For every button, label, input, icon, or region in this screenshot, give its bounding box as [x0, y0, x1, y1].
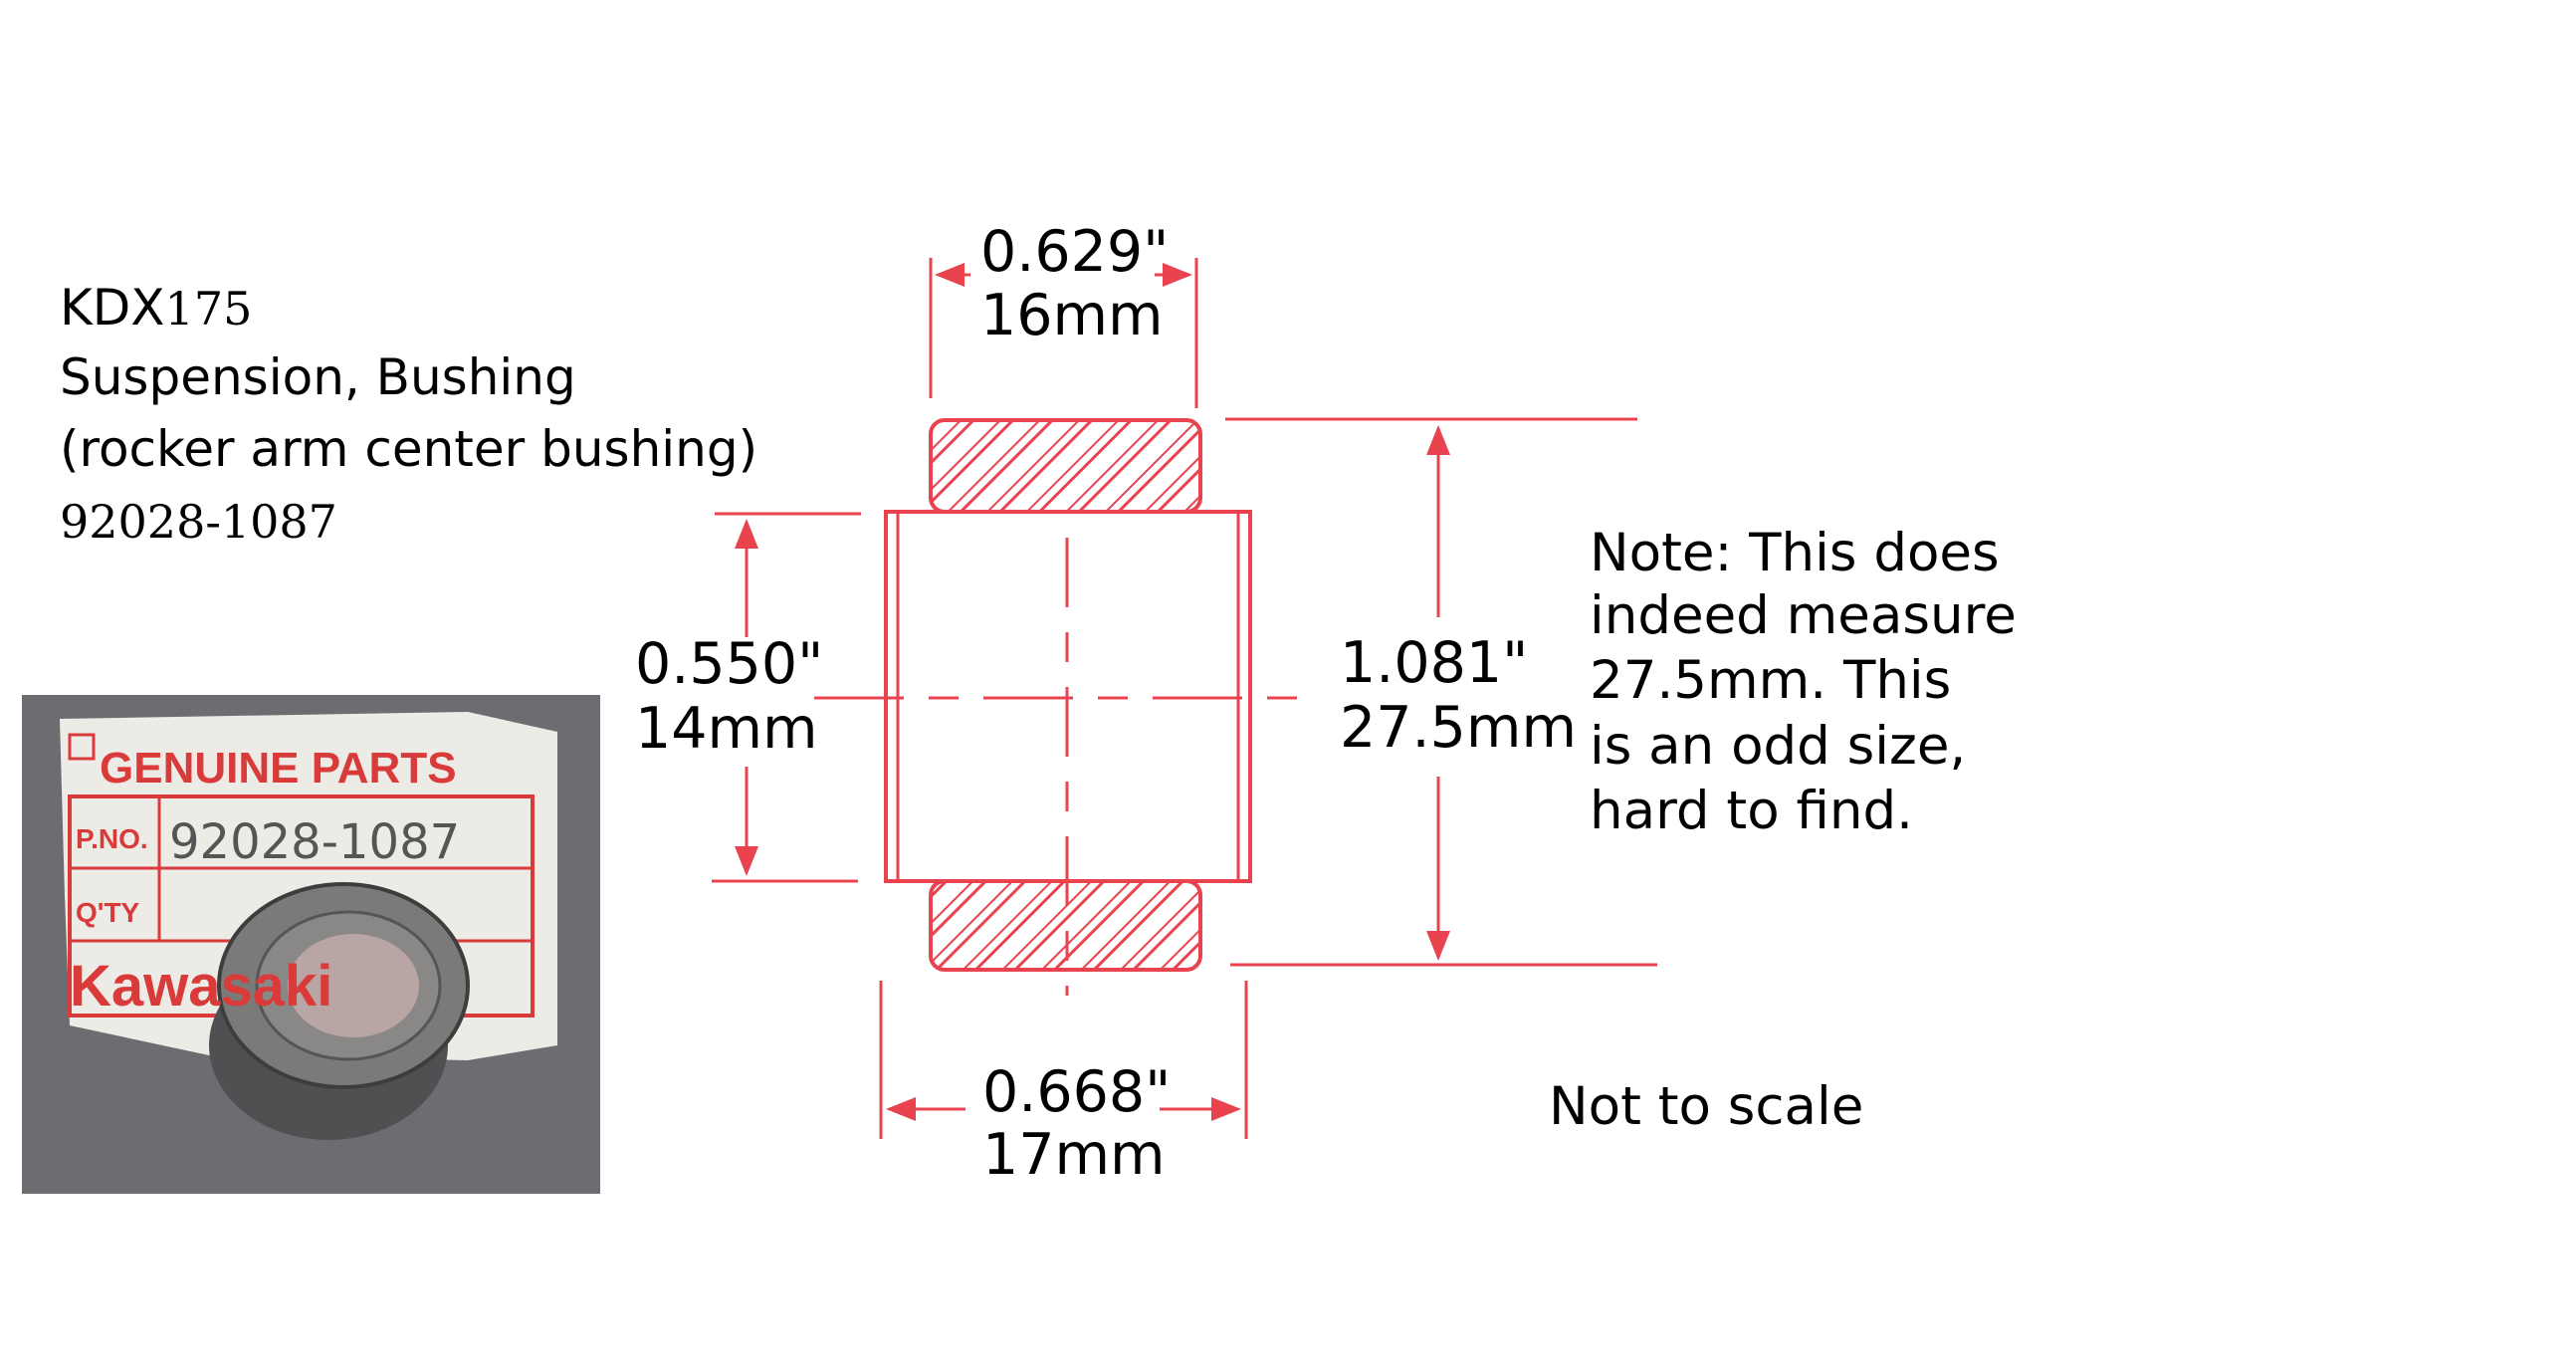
dimension-bottom-width: 0.668" 17mm [879, 981, 1248, 1188]
dimension-top-width: 0.629" 16mm [929, 219, 1198, 408]
svg-text:is an odd size,: is an odd size, [1590, 716, 1966, 777]
bushing-in-photo [209, 882, 470, 1140]
svg-text:indeed measure: indeed measure [1590, 585, 2017, 646]
part-number: 92028-1087 [60, 495, 337, 549]
size-note: Note: This does indeed measure 27.5mm. T… [1590, 523, 2017, 841]
bushing-section [814, 418, 1314, 996]
part-description: (rocker arm center bushing) [60, 420, 757, 478]
svg-text:27.5mm. This: 27.5mm. This [1590, 650, 1951, 711]
outer-sleeve-top [929, 418, 1202, 514]
inner-diameter-inches: 0.550" [635, 631, 823, 697]
outer-diameter-mm: 27.5mm [1340, 695, 1577, 761]
photo-pno-value: 92028-1087 [169, 814, 460, 870]
dimension-outer-diameter: 1.081" 27.5mm [1225, 417, 1657, 967]
scale-note: Not to scale [1549, 1076, 1863, 1137]
bottom-width-inches: 0.668" [982, 1059, 1171, 1125]
part-photo: GENUINE PARTS P.NO. 92028-1087 Q'TY Kawa… [22, 695, 600, 1194]
top-width-mm: 16mm [980, 283, 1164, 348]
top-width-inches: 0.629" [980, 219, 1169, 285]
photo-label-header: GENUINE PARTS [100, 744, 457, 793]
svg-text:hard to find.: hard to find. [1590, 781, 1913, 841]
svg-text:Note: This does: Note: This does [1590, 523, 2000, 583]
inner-diameter-mm: 14mm [635, 696, 818, 762]
bottom-width-mm: 17mm [982, 1122, 1166, 1188]
photo-qty-label: Q'TY [76, 897, 140, 928]
model-title: KDX175 [60, 279, 252, 337]
part-name: Suspension, Bushing [60, 348, 576, 406]
outer-diameter-inches: 1.081" [1340, 630, 1528, 696]
dimension-inner-diameter: 0.550" 14mm [635, 512, 861, 883]
photo-pno-label: P.NO. [76, 823, 148, 854]
photo-brand: Kawasaki [70, 954, 332, 1019]
